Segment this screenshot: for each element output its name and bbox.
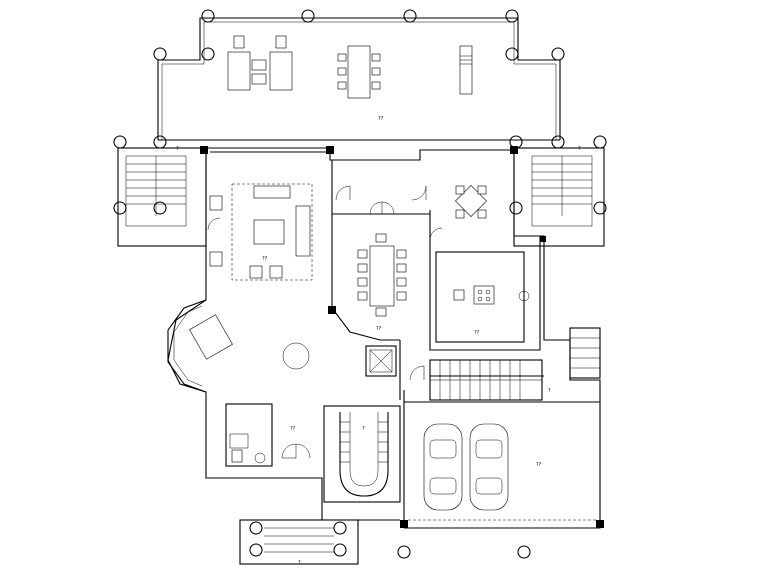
terrace-sun-lounger: [459, 45, 473, 95]
label-garage: ??: [536, 462, 542, 468]
label-terrace: ??: [378, 116, 384, 122]
label-living-room: ??: [262, 256, 268, 262]
terrace-dining-table: [337, 45, 381, 99]
bay-window: [167, 299, 233, 393]
elevator: [365, 345, 397, 377]
stair-service: ?: [429, 327, 601, 401]
entry-porch: ?: [239, 519, 531, 566]
terrace: ??: [153, 9, 565, 141]
dining-room: ??: [357, 233, 407, 332]
marker-stair-service: ?: [548, 388, 551, 394]
kitchen: ??: [435, 251, 530, 343]
breakfast-table: [455, 185, 487, 219]
entrance-hall: ??: [225, 403, 311, 467]
stair-main: ?: [323, 405, 401, 503]
garage-car-right: [469, 423, 509, 511]
marker-stair-right: ?: [578, 146, 581, 152]
garage-car-left: [423, 423, 463, 511]
label-dining-room: ??: [376, 326, 382, 332]
terrace-lounge-furniture: [227, 35, 293, 91]
marker-steps-entry: ?: [298, 560, 301, 566]
garage: ??: [408, 423, 596, 521]
stair-left: ?: [113, 135, 207, 247]
doors: [207, 185, 443, 381]
main-walls: [167, 146, 604, 529]
stair-right: ?: [509, 135, 607, 247]
label-entrance-hall: ??: [290, 426, 296, 432]
label-kitchen: ??: [474, 330, 480, 336]
marker-stair-main: ?: [362, 426, 365, 432]
living-room: ??: [209, 183, 313, 370]
marker-stair-left: ?: [176, 146, 179, 152]
